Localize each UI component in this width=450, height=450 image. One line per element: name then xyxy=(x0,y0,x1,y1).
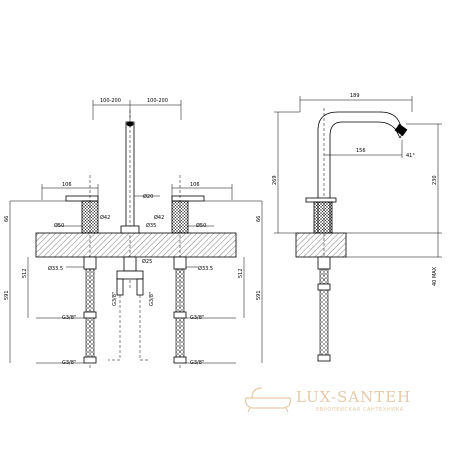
dim-height-total: 269 xyxy=(272,175,278,185)
watermark: LUX-SANTEH ЕВРОПЕЙСКАЯ САНТЕХНИКА xyxy=(245,387,411,413)
bathtub-logo-icon xyxy=(245,387,291,413)
spout-base xyxy=(120,225,140,234)
dim-d42-left: Ø42 xyxy=(100,214,110,221)
spout-aerator xyxy=(126,121,134,127)
countertop-side xyxy=(295,232,347,258)
dim-g38-center-left: G3/8" xyxy=(112,292,118,306)
dim-h591-left: 591 xyxy=(4,290,10,300)
side-mid-nut xyxy=(317,283,331,291)
dim-outlet-reach: 156 xyxy=(356,148,366,154)
left-shank xyxy=(83,256,97,270)
dim-top-left-spacing: 100-200 xyxy=(100,98,121,104)
left-mid-nut xyxy=(83,311,97,319)
dim-d50-left: Ø50 xyxy=(54,222,64,229)
dim-d42-right: Ø42 xyxy=(154,214,164,221)
center-tee xyxy=(116,270,144,280)
side-braided-hose xyxy=(319,268,329,358)
dim-left-handle-width: 106 xyxy=(62,182,72,188)
dim-g38-center-right: G3/8" xyxy=(149,292,155,306)
dim-angle: 41° xyxy=(406,153,415,159)
right-handle-lever xyxy=(171,195,205,202)
dim-h66-left: 66 xyxy=(4,216,10,222)
watermark-brand: LUX-SANTEH xyxy=(296,388,411,406)
side-handle-body xyxy=(313,201,333,234)
dim-top-right-spacing: 100-200 xyxy=(147,98,168,104)
dim-reach: 189 xyxy=(350,93,360,99)
center-tee-right-leg xyxy=(136,278,144,296)
center-shank xyxy=(123,256,137,272)
side-handle-lever xyxy=(305,197,337,203)
dim-h591-right: 591 xyxy=(256,290,262,300)
side-spout-outlet xyxy=(394,123,408,137)
countertop-front xyxy=(35,232,237,258)
right-bottom-nut xyxy=(173,356,187,364)
dim-h512-left: 512 xyxy=(22,268,28,278)
dim-h512-right: 512 xyxy=(238,268,244,278)
dim-d33-5-left: Ø33.5 xyxy=(48,265,63,272)
left-handle-lever xyxy=(65,195,99,202)
left-bottom-nut xyxy=(83,356,97,364)
dim-d35: Ø35 xyxy=(146,222,156,229)
dim-height-spout: 230 xyxy=(432,175,438,185)
dim-d50-right: Ø50 xyxy=(196,222,206,229)
right-shank xyxy=(173,256,187,270)
side-bottom-nut xyxy=(317,354,331,362)
watermark-tagline: ЕВРОПЕЙСКАЯ САНТЕХНИКА xyxy=(316,406,404,413)
right-mid-nut xyxy=(173,311,187,319)
side-view: 189 156 41° 269 230 40 MAX xyxy=(272,93,442,362)
dim-h66-right: 66 xyxy=(256,216,262,222)
dim-d20: Ø20 xyxy=(143,193,153,200)
dim-d25: Ø25 xyxy=(142,258,152,265)
side-shank xyxy=(317,256,331,270)
dim-d33-5-right: Ø33.5 xyxy=(198,265,213,272)
dim-max-thickness: 40 MAX xyxy=(432,266,438,286)
side-spout xyxy=(317,111,405,233)
dim-right-handle-width: 106 xyxy=(190,182,200,188)
front-view: 100-200 100-200 Ø20 106 Ø42 Ø50 106 Ø42 … xyxy=(4,98,263,370)
